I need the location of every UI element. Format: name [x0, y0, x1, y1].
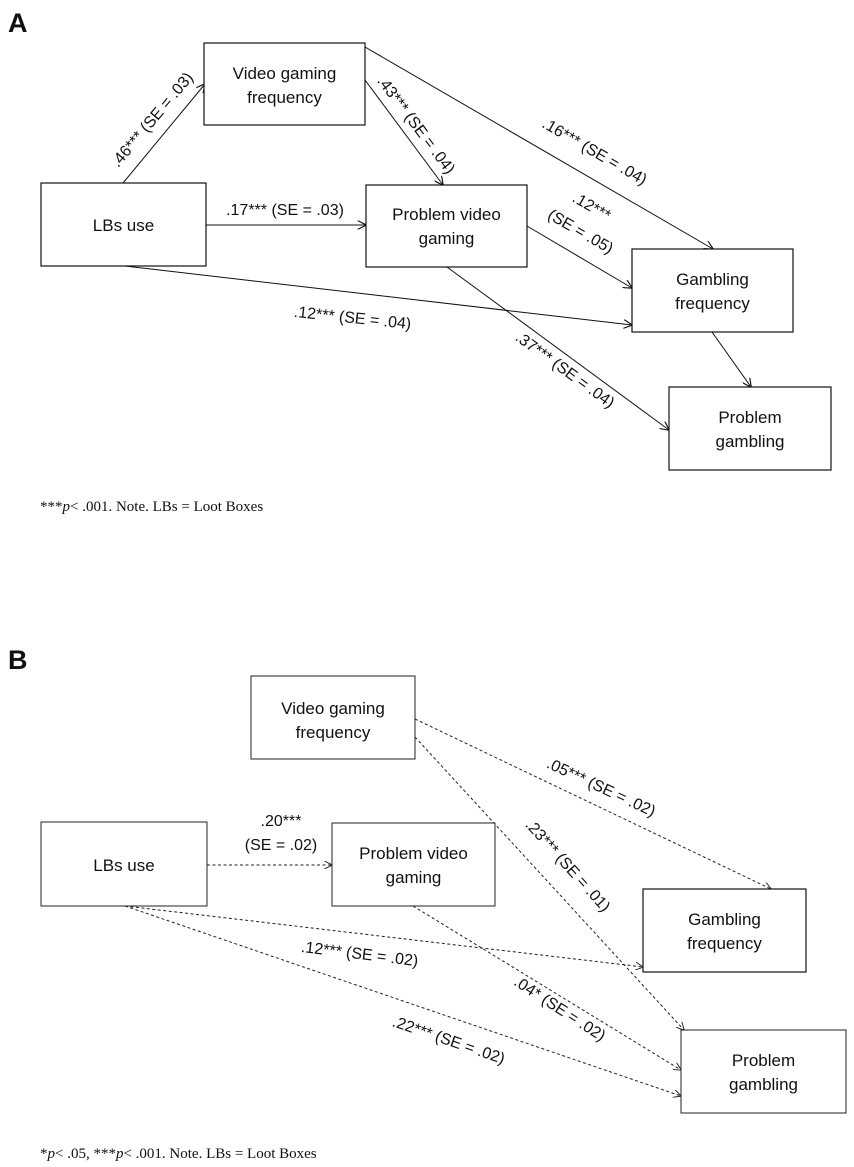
node-label-line: gambling [729, 1075, 798, 1094]
node-gambling-frequency: Gambling frequency [631, 248, 794, 333]
node-label-line: Problem [718, 408, 781, 427]
arrow-lbs-to-problem-gambling [124, 905, 681, 1096]
coef-lbs-to-video-gaming-frequency: .46*** (SE = .03) [108, 70, 197, 171]
node-video-gaming-frequency: Video gaming frequency [203, 42, 366, 126]
node-label-line: Video gaming [281, 699, 385, 718]
panel-b-note: *p< .05, ***p< .001. Note. LBs = Loot Bo… [40, 1146, 317, 1162]
arrow-problem-video-gaming-to-problem-gambling [446, 266, 669, 430]
node-label-line: frequency [675, 294, 750, 313]
node-problem-video-gaming: Problem video gaming [331, 822, 496, 907]
node-lbs-use: LBs use [40, 182, 207, 267]
coef-lbs-to-problem-video-gaming-line2: (SE = .02) [245, 837, 317, 854]
node-label-line: Problem [732, 1051, 795, 1070]
arrow-video-gaming-frequency-to-problem-video-gaming [364, 79, 443, 185]
arrow-gambling-frequency-to-problem-gambling [711, 331, 751, 387]
node-problem-video-gaming: Problem video gaming [365, 184, 528, 268]
node-label-line: LBs use [93, 856, 154, 875]
coef-lbs-to-problem-video-gaming: .17*** (SE = .03) [226, 202, 344, 219]
panel-a-note: ***p< .001. Note. LBs = Loot Boxes [40, 499, 263, 515]
coef-lbs-to-problem-video-gaming-line1: .20*** [261, 813, 302, 830]
coef-problem-video-gaming-to-problem-gambling: .04* (SE = .02) [511, 973, 609, 1045]
coef-lbs-to-problem-gambling: .22*** (SE = .02) [390, 1014, 507, 1068]
node-label-line: Video gaming [233, 64, 337, 83]
arrow-problem-video-gaming-to-gambling-frequency [526, 225, 632, 288]
node-label-line: gaming [419, 229, 475, 248]
node-lbs-use: LBs use [40, 821, 208, 907]
coef-lbs-to-gambling-frequency: .12*** (SE = .04) [293, 304, 412, 333]
panel-b-letter: B [8, 645, 28, 675]
coef-problem-video-gaming-to-problem-gambling: .37*** (SE = .04) [512, 329, 617, 412]
arrow-video-gaming-frequency-to-gambling-frequency [364, 46, 713, 249]
arrow-video-gaming-frequency-to-problem-gambling [414, 736, 684, 1030]
coef-video-gaming-frequency-to-gambling-frequency: .05*** (SE = .02) [544, 755, 658, 820]
coef-video-gaming-frequency-to-problem-gambling: .23*** (SE = .01) [522, 817, 613, 916]
node-video-gaming-frequency: Video gaming frequency [250, 675, 416, 760]
coef-video-gaming-frequency-to-problem-video-gaming: .43*** (SE = .04) [373, 73, 457, 177]
coef-video-gaming-frequency-to-gambling-frequency: .16*** (SE = .04) [539, 115, 650, 189]
node-problem-gambling: Problem gambling [668, 386, 832, 471]
node-label-line: gambling [716, 432, 785, 451]
node-label-line: frequency [247, 88, 322, 107]
node-label-line: Gambling [676, 270, 749, 289]
node-label-line: gaming [386, 868, 442, 887]
node-label-line: frequency [687, 934, 762, 953]
node-problem-gambling: Problem gambling [680, 1029, 847, 1114]
panel-a-letter: A [8, 8, 28, 38]
panel-a: A Video gaming frequency LBs use Problem… [8, 8, 832, 515]
arrow-lbs-to-video-gaming-frequency [122, 84, 205, 184]
node-label-line: Gambling [688, 910, 761, 929]
node-label-line: LBs use [93, 216, 154, 235]
node-label-line: Problem video [359, 844, 468, 863]
arrow-problem-video-gaming-to-problem-gambling [412, 905, 681, 1070]
node-gambling-frequency: Gambling frequency [642, 888, 807, 973]
node-label-line: Problem video [392, 205, 501, 224]
panel-b: B Video gaming frequency LBs use Problem… [8, 645, 847, 1162]
arrow-lbs-to-gambling-frequency [124, 265, 632, 325]
coef-lbs-to-gambling-frequency: .12*** (SE = .02) [300, 939, 419, 970]
arrow-lbs-to-gambling-frequency [124, 905, 643, 967]
node-label-line: frequency [296, 723, 371, 742]
